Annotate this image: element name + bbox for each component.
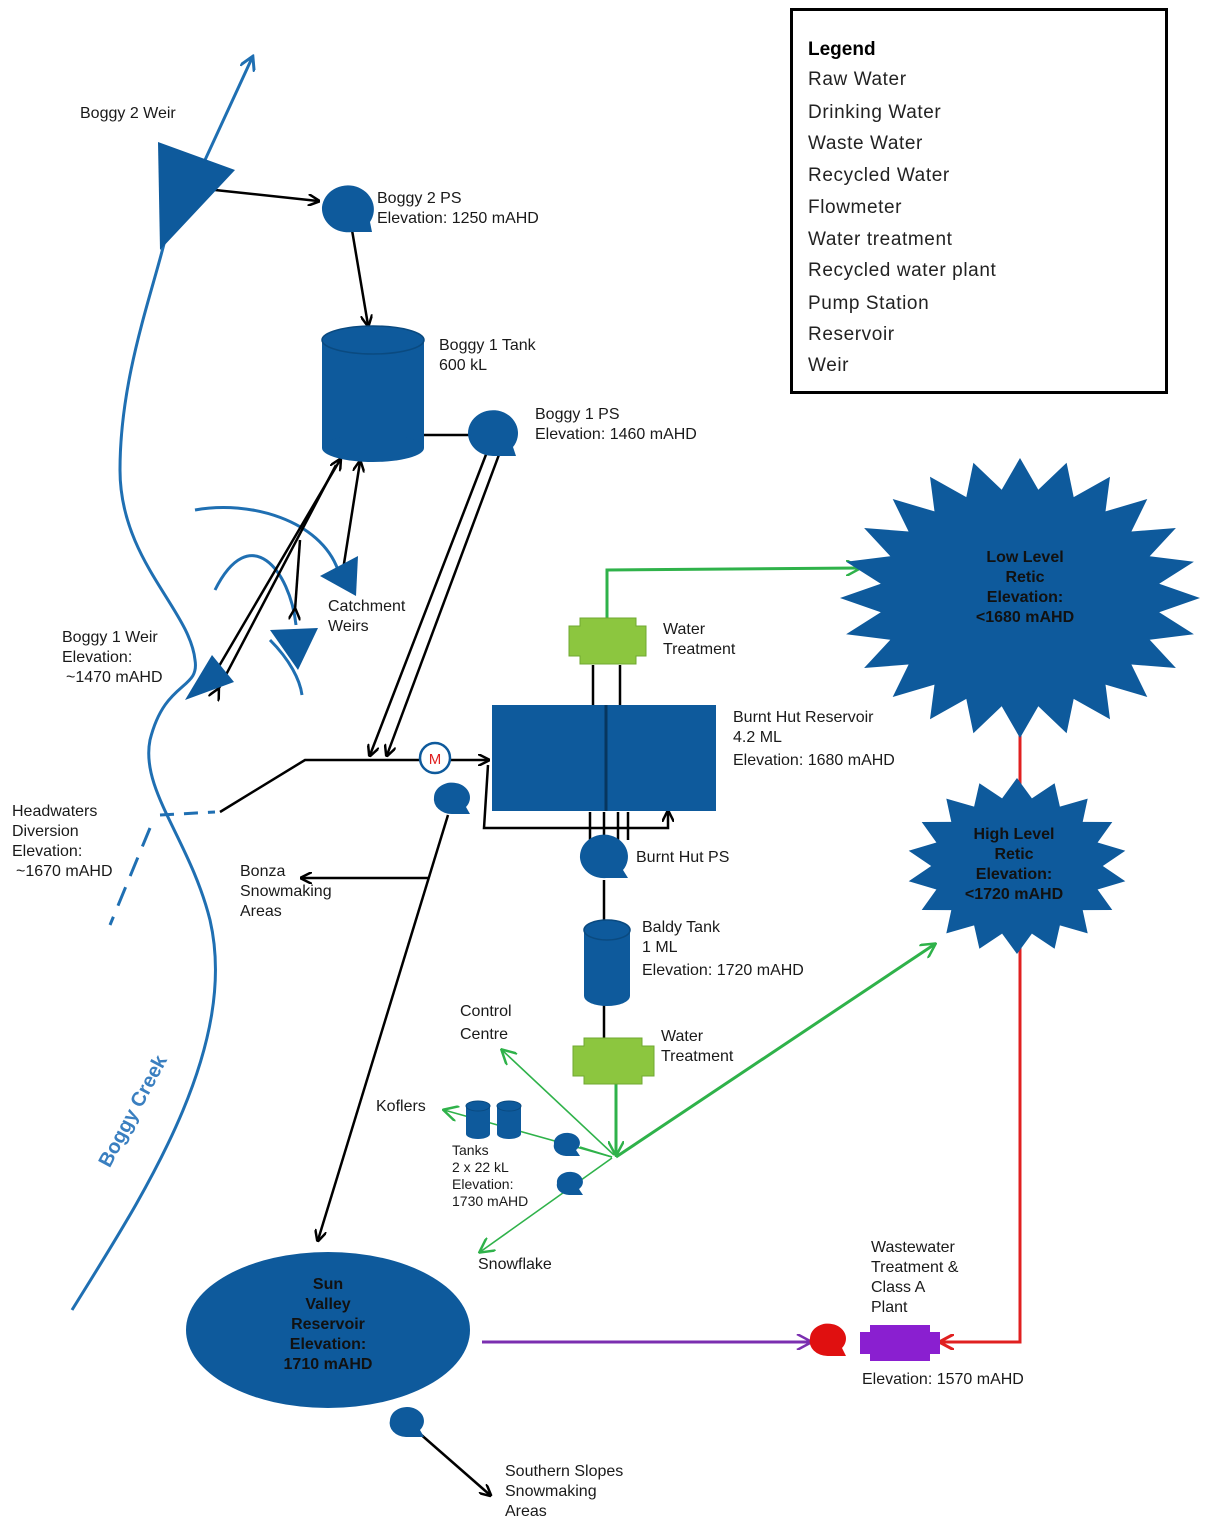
legend-item-water-treatment: Water treatment [808, 229, 953, 250]
legend-item-drinking-water: Drinking Water [808, 102, 942, 123]
high-level-retic-icon [908, 778, 1126, 954]
flowmeter-icon: M [418, 741, 452, 775]
sunvalley-to-southern-arrow [417, 1431, 490, 1495]
high-level-retic-label: High Level Retic Elevation: <1720 mAHD [964, 826, 1064, 903]
boggy1-ps-label: Boggy 1 PS Elevation: 1460 mAHD [535, 406, 697, 443]
legend-item-recycled-plant: Recycled water plant [808, 260, 997, 281]
weir-branch-arrow [295, 539, 302, 610]
boggy1-weir-icon [185, 655, 234, 700]
baldy-tank-label: Baldy Tank 1 ML Elevation: 1720 mAHD [642, 919, 804, 979]
boggy1ps-to-burnthut-arrow-1 [370, 451, 489, 755]
legend-item-recycled-water: Recycled Water [808, 165, 950, 186]
catchment-weir-icon-1 [320, 556, 358, 596]
wastewater-elevation-label: Elevation: 1570 mAHD [862, 1371, 1024, 1388]
headwaters-diversion-label: Headwaters Diversion Elevation: ~1670 mA… [12, 803, 113, 880]
raw-water-lines [70, 58, 340, 1311]
wastewater-plant-label: Wastewater Treatment & Class A Plant [871, 1239, 959, 1316]
southern-slopes-label: Southern Slopes Snowmaking Areas [505, 1463, 624, 1520]
koflers-label: Koflers [376, 1098, 426, 1115]
boggy1-tank-icon [321, 325, 425, 462]
sun-valley-reservoir-label: Sun Valley Reservoir Elevation: 1710 mAH… [283, 1276, 373, 1373]
burnt-hut-ps-label: Burnt Hut PS [636, 849, 730, 866]
burnt-hut-reservoir-icon [492, 705, 716, 811]
boggy-creek-line [70, 239, 217, 1311]
catchment-branch-3 [268, 638, 304, 696]
bonza-label: Bonza Snowmaking Areas [240, 863, 332, 920]
sun-valley-reservoir-icon [186, 1252, 470, 1408]
low-level-retic-label: Low Level Retic Elevation: <1680 mAHD [975, 549, 1075, 626]
snowflake-label: Snowflake [478, 1256, 552, 1273]
weir1-to-tank-arrow-b [218, 464, 338, 690]
boggy1-tank-label: Boggy 1 Tank 600 kL [439, 337, 536, 374]
catchment-branch-2 [213, 554, 298, 626]
hub-to-highlevel-arrow [615, 944, 935, 1159]
legend-box: Legend Raw Water Drinking Water Waste Wa… [790, 8, 1168, 394]
burnthut-to-sunvalley-arrow [318, 814, 450, 1240]
burnt-hut-ps-icon [579, 834, 628, 879]
catchment-branch-1 [194, 506, 340, 571]
hub-to-pump-line [579, 1146, 613, 1158]
snowflake-ps-icon [556, 1171, 583, 1195]
legend-item-pump-station: Pump Station [808, 293, 930, 314]
recycled-water-plant-icon [860, 1325, 940, 1361]
treatment-to-lowlevel-arrow [605, 568, 860, 620]
boggy2-ps-label: Boggy 2 PS Elevation: 1250 mAHD [377, 190, 539, 227]
legend-item-flowmeter: Flowmeter [808, 197, 903, 218]
baldy-tank-icon [583, 919, 631, 1006]
control-centre-label: Control Centre [460, 1003, 512, 1043]
kofler-ps-icon [553, 1132, 580, 1156]
kofler-tank-icon-1 [465, 1100, 491, 1139]
nodes: M [158, 142, 1200, 1437]
water-treatment-bottom-icon [572, 1037, 655, 1085]
legend-item-raw-water: Raw Water [808, 69, 907, 90]
sun-valley-ps-icon [389, 1407, 424, 1437]
kofler-tanks-label: Tanks 2 x 22 kL Elevation: 1730 mAHD [452, 1142, 529, 1209]
hub-to-snowflake-arrow [480, 1157, 613, 1252]
recycled-ps-icon [809, 1323, 846, 1357]
highlevel-to-wastewater-arrow [940, 945, 1022, 1342]
catchment-weirs-label: Catchment Weirs [328, 598, 406, 635]
boggy2-weir-icon [158, 142, 235, 250]
water-treatment-bottom-label: Water Treatment [661, 1028, 734, 1065]
legend-item-weir: Weir [808, 355, 850, 376]
drinking-water-lines [444, 568, 935, 1252]
kofler-tank-icon-2 [496, 1100, 522, 1139]
flow-arrows [203, 188, 668, 1495]
catchment-to-tank-arrow [343, 462, 360, 570]
headwaters-dash-1 [159, 810, 216, 817]
boggy2-ps-icon [321, 185, 374, 233]
legend-item-reservoir: Reservoir [808, 324, 895, 345]
weir-to-boggy2ps-arrow [214, 188, 318, 201]
burnthut-bypass-loop [482, 764, 668, 830]
headwaters-ps-icon [433, 782, 470, 815]
burnt-hut-reservoir-label: Burnt Hut Reservoir 4.2 ML Elevation: 16… [733, 709, 895, 769]
boggy1-weir-label: Boggy 1 Weir Elevation: ~1470 mAHD [62, 629, 163, 686]
boggy1-ps-icon [468, 410, 518, 457]
boggy2ps-to-tank-arrow [350, 229, 368, 325]
legend-item-waste-water: Waste Water [808, 133, 923, 154]
water-treatment-top-icon [568, 617, 647, 665]
boggy1ps-to-burnthut-arrow-2 [387, 451, 502, 755]
catchment-weir-icon-2 [270, 628, 318, 670]
upper-outflow-line [203, 58, 252, 161]
hub-to-control-arrow [502, 1050, 615, 1156]
low-level-retic-icon [840, 458, 1200, 738]
headwaters-dash-2 [108, 827, 152, 926]
water-treatment-top-label: Water Treatment [663, 621, 736, 658]
boggy2-weir-label: Boggy 2 Weir [80, 105, 176, 122]
legend-title: Legend [808, 39, 876, 60]
flowmeter-letter: M [429, 751, 442, 768]
